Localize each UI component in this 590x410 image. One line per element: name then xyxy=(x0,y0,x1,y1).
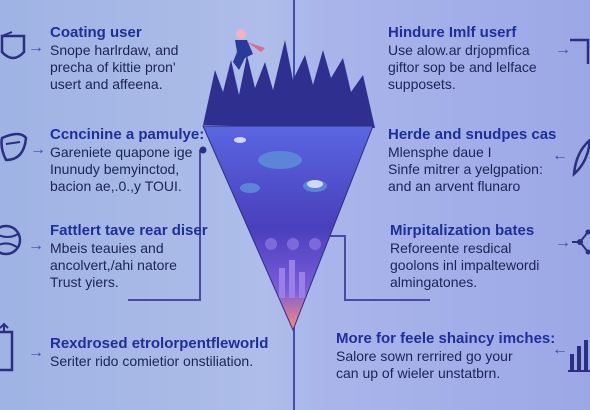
left-item-3: Fattlert tave rear diser Mbeis teauies a… xyxy=(50,222,280,291)
right-item-2-heading: Herde and snudpes cas xyxy=(388,126,557,143)
arrow-right-icon: → xyxy=(555,41,571,58)
funnel xyxy=(202,125,374,332)
left-item-2-text: Gareniete quapone ige Inunudy bemyinctod… xyxy=(50,144,193,194)
right-item-3: Mirpitalization bates Reforeente resdica… xyxy=(390,222,565,291)
left-item-3-text: Mbeis teauies and ancolvert,/ahi natore … xyxy=(50,240,177,290)
connector-right-2 xyxy=(317,235,430,301)
network-icon xyxy=(572,229,590,255)
right-item-1-heading: Hindure Imlf userf xyxy=(388,24,517,41)
left-item-1: Coating user Snope harlrdaw, and precha … xyxy=(50,24,280,93)
funnel-dots xyxy=(265,238,321,250)
mini-buildings xyxy=(279,260,305,298)
right-item-4: More for feele shaincy imches: Salore so… xyxy=(336,330,566,382)
arrow-right-icon: → xyxy=(30,141,46,158)
feather-icon xyxy=(572,138,590,177)
bar-chart-icon xyxy=(568,340,590,372)
arrow-left-icon: ← xyxy=(552,147,568,164)
arrow-right-icon: → xyxy=(28,39,44,56)
document-stack-icon xyxy=(0,322,14,372)
cloud-funnel-illustration xyxy=(202,29,375,332)
left-item-4-text: Seriter rido comietior onstiliation. xyxy=(50,353,254,369)
right-item-4-heading: More for feele shaincy imches: xyxy=(336,330,556,347)
arrow-right-icon: → xyxy=(555,234,571,251)
connector-left-2 xyxy=(128,150,201,301)
cloud-highlights xyxy=(234,137,323,188)
arrow-right-icon: → xyxy=(28,344,44,361)
connector-dot-left xyxy=(199,146,207,154)
box-icon xyxy=(570,38,590,64)
right-item-3-text: Reforeente resdical goolons inl impaltew… xyxy=(390,240,540,290)
left-item-2-heading: Ccncinine a pamulye: xyxy=(50,126,205,143)
flying-figure xyxy=(233,29,265,70)
shield-icon xyxy=(0,31,26,60)
left-item-2: Ccncinine a pamulye: Gareniete quapone i… xyxy=(50,126,280,195)
right-item-3-heading: Mirpitalization bates xyxy=(390,222,535,239)
right-item-4-text: Salore sown rerrired go your can up of w… xyxy=(336,348,513,381)
globe-icon xyxy=(0,224,22,256)
left-item-3-heading: Fattlert tave rear diser xyxy=(50,222,208,239)
arrow-left-icon: ← xyxy=(552,341,568,358)
right-item-1: Hindure Imlf userf Use alow.ar drjopmfic… xyxy=(388,24,563,93)
left-item-1-heading: Coating user xyxy=(50,24,142,41)
left-item-4: Rexdrosed etrolorpentfleworld Seriter ri… xyxy=(50,335,290,370)
left-item-4-heading: Rexdrosed etrolorpentfleworld xyxy=(50,335,269,352)
bowl-icon xyxy=(0,132,28,162)
right-item-2-text: Mlensphe daue I Sinfe mitrer a yelgpatio… xyxy=(388,144,543,194)
left-item-1-text: Snope harlrdaw, and precha of kittie pro… xyxy=(50,42,179,92)
right-item-1-text: Use alow.ar drjopmfica giftor sop be and… xyxy=(388,42,537,92)
city-spires xyxy=(203,40,375,128)
arrow-right-icon: → xyxy=(28,237,44,254)
right-item-2: Herde and snudpes cas Mlensphe daue I Si… xyxy=(388,126,563,195)
